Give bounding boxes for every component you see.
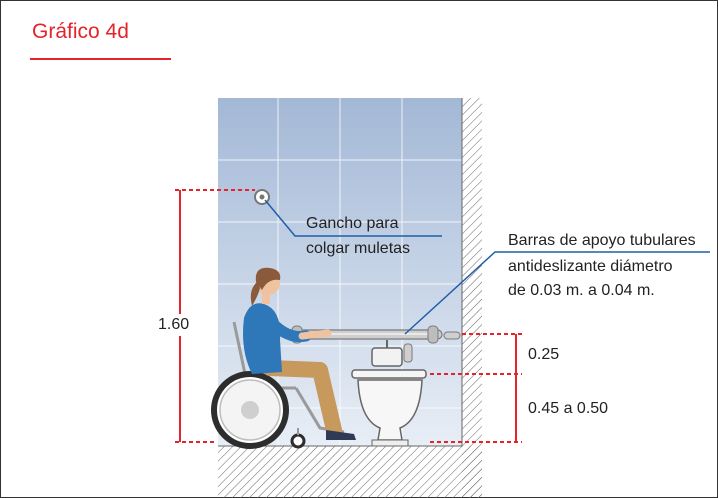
- toilet-icon: [351, 340, 427, 447]
- dimension-total-label: 1.60: [158, 316, 190, 333]
- title-underline: [30, 58, 171, 60]
- crutch-hook-icon: [254, 189, 270, 205]
- dimension-bar-height: [430, 333, 522, 375]
- support-bar-icon: [291, 325, 461, 363]
- floor-hatch: [218, 446, 482, 498]
- dimension-bar-label: 0.25: [528, 346, 560, 363]
- bars-label-line2: antideslizante diámetro: [508, 258, 673, 275]
- hook-label-line1: Gancho para: [306, 215, 399, 232]
- dimension-seat-height: [430, 374, 522, 443]
- side-wall-hatch: [462, 98, 482, 498]
- figure-title: Gráfico 4d: [32, 20, 129, 43]
- dimension-total-height: [175, 189, 255, 443]
- bars-label-line1: Barras de apoyo tubulares: [508, 232, 696, 249]
- callout-lines: [264, 199, 710, 335]
- hook-label-line2: colgar muletas: [306, 240, 411, 257]
- bars-label-line3: de 0.03 m. a 0.04 m.: [508, 282, 655, 299]
- dimension-seat-label: 0.45 a 0.50: [528, 400, 609, 417]
- wheelchair-user-icon: [211, 267, 356, 449]
